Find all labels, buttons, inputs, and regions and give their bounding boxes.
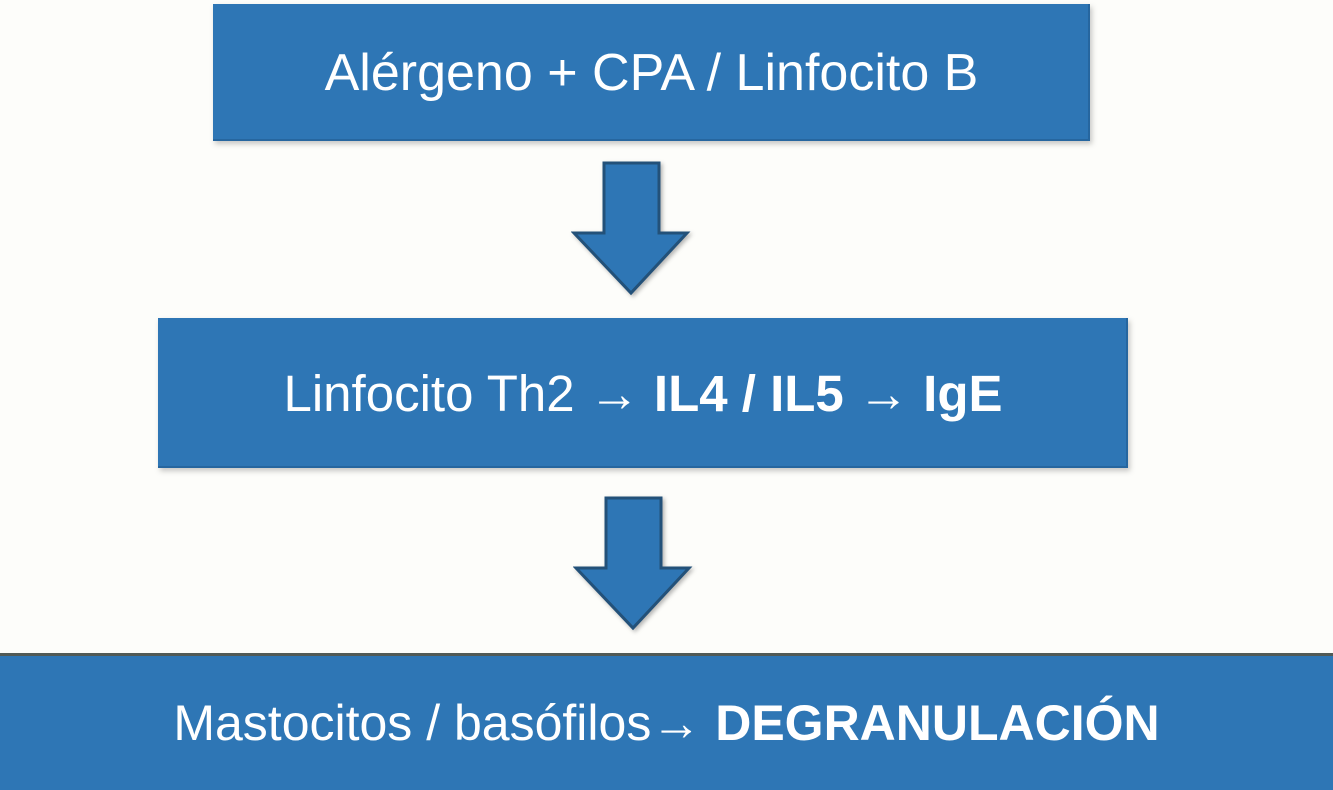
flow-box-ige-text: IgE	[908, 364, 1003, 422]
flow-box-mastocytes-text: Mastocitos / basófilos	[173, 695, 652, 751]
right-arrow-glyph: →	[857, 364, 909, 422]
flow-box-allergen-cpa-text: Alérgeno + CPA / Linfocito B	[324, 43, 979, 102]
down-arrow-icon	[573, 496, 693, 631]
flow-box-degranulation: Mastocitos / basófilos → DEGRANULACIÓN	[0, 653, 1333, 790]
down-arrow-shape	[571, 161, 691, 296]
down-arrow-icon	[571, 161, 691, 296]
flow-box-allergen-cpa: Alérgeno + CPA / Linfocito B	[213, 4, 1090, 141]
flow-box-il4-il5-text: IL4 / IL5	[639, 364, 858, 422]
down-arrow-shape	[573, 496, 693, 631]
flow-box-th2-text: Linfocito Th2	[283, 364, 589, 422]
flow-box-degranulation-text: DEGRANULACIÓN	[701, 695, 1160, 751]
right-arrow-glyph: →	[588, 364, 640, 422]
flow-box-th2-ige: Linfocito Th2 → IL4 / IL5 → IgE	[158, 318, 1128, 468]
right-arrow-glyph: →	[651, 695, 702, 751]
